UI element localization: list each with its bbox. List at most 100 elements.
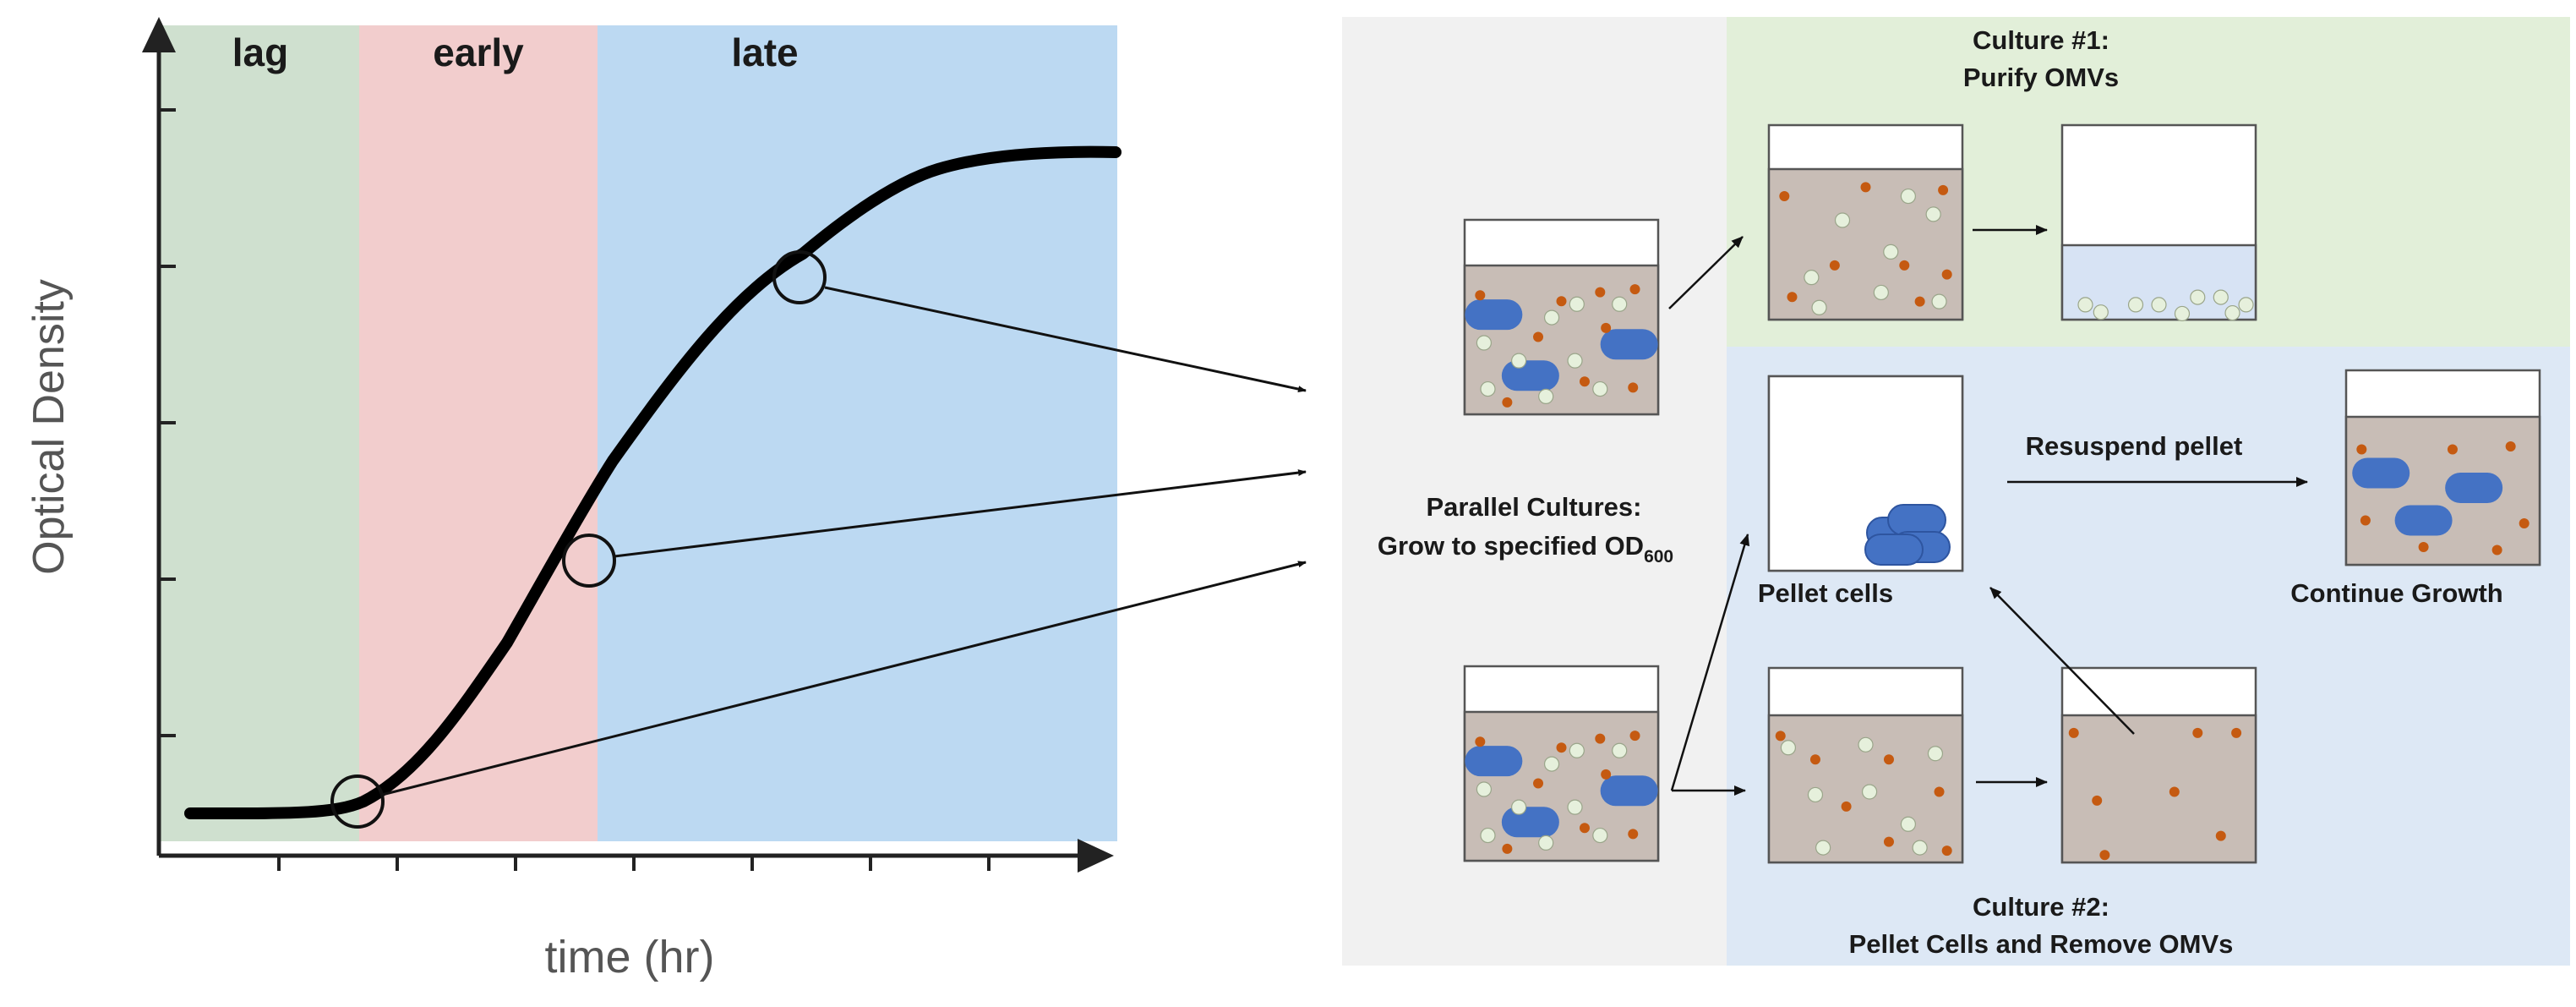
tube-liquid	[2060, 244, 2257, 321]
phase-band-early	[359, 25, 598, 841]
particle-dot	[1628, 829, 1639, 840]
omv-vesicle	[1511, 353, 1527, 369]
particle-dot	[1899, 260, 1910, 271]
phase-label-late: late	[731, 30, 798, 74]
particle-dot	[2068, 727, 2079, 738]
particle-dot	[2519, 518, 2530, 528]
sample-point-early	[330, 774, 385, 829]
culture2-title: Culture #2:	[1973, 892, 2109, 922]
particle-dot	[2092, 795, 2103, 806]
bacterial-cell	[2445, 473, 2503, 503]
particle-dot	[1475, 290, 1486, 301]
culture2-subtitle: Pellet Cells and Remove OMVs	[1849, 929, 2234, 959]
particle-dot	[1779, 191, 1790, 202]
particle-dot	[1809, 754, 1820, 765]
omv-vesicle	[1925, 206, 1941, 222]
particle-dot	[2192, 727, 2203, 738]
start-label-line2: Grow to specified OD600	[1378, 531, 1673, 566]
particle-dot	[1934, 786, 1945, 797]
tube-culture2-medium	[1767, 666, 1964, 864]
axis-ticks	[159, 108, 991, 871]
omv-vesicle	[1931, 293, 1947, 309]
resuspend-label: Resuspend pellet	[2026, 431, 2243, 461]
tube-culture2-supernatant	[2060, 666, 2257, 864]
pelleted-cell	[1864, 534, 1924, 566]
tube-pellet	[1767, 375, 1964, 572]
bacterial-cell	[2394, 505, 2453, 536]
omv-vesicle	[1780, 740, 1796, 756]
omv-vesicle	[2224, 304, 2240, 321]
omv-vesicle	[1592, 827, 1608, 844]
particle-dot	[1502, 397, 1513, 408]
particle-dot	[1556, 296, 1567, 307]
phase-label-lag: lag	[232, 30, 288, 74]
particle-dot	[2231, 727, 2242, 738]
particle-dot	[1502, 843, 1513, 854]
omv-vesicle	[1592, 380, 1608, 397]
growth-curve	[184, 145, 1122, 820]
tube-liquid	[1767, 167, 1964, 321]
particle-dot	[2491, 545, 2502, 555]
particle-dot	[1941, 269, 1952, 280]
tube-culture1-purified	[2060, 123, 2257, 322]
connector-arrow-early	[381, 561, 1307, 796]
omv-vesicle	[1569, 296, 1585, 312]
omv-vesicle	[2174, 305, 2191, 322]
particle-dot	[1595, 733, 1606, 744]
tube-start-1	[1463, 218, 1660, 416]
particle-dot	[1629, 731, 1640, 742]
connector-arrow-late	[824, 286, 1307, 393]
particle-dot	[1579, 823, 1590, 834]
bacterial-cell	[1501, 360, 1559, 391]
particle-dot	[1628, 382, 1639, 393]
phase-band-late	[598, 25, 1117, 841]
omv-vesicle	[2190, 289, 2206, 305]
particle-dot	[1883, 754, 1894, 765]
omv-vesicle	[1883, 244, 1899, 260]
omv-vesicle	[1612, 742, 1628, 758]
culture1-subtitle: Purify OMVs	[1963, 63, 2119, 92]
omv-vesicle	[1804, 270, 1820, 286]
sample-point-mid	[562, 534, 616, 588]
culture-tubes	[1463, 123, 2541, 864]
omv-vesicle	[1873, 284, 1889, 301]
particle-dot	[2418, 542, 2429, 552]
particle-dot	[1860, 182, 1871, 193]
omv-vesicle	[1861, 784, 1878, 800]
x-axis-label: time (hr)	[545, 932, 715, 982]
particle-dot	[2215, 830, 2226, 841]
omv-vesicle	[1543, 756, 1560, 772]
omv-vesicle	[1476, 335, 1493, 351]
particle-dot	[1579, 376, 1590, 387]
culture1-title: Culture #1:	[1973, 25, 2109, 55]
particle-dot	[2505, 441, 2516, 452]
particle-dot	[2099, 850, 2110, 861]
omv-vesicle	[1612, 296, 1628, 312]
omv-vesicle	[1480, 827, 1496, 844]
start-label-main: Grow to specified OD	[1378, 531, 1644, 561]
growth-curve-panel: lag early late Optical Density time (hr)	[25, 17, 1122, 982]
particle-dot	[1533, 778, 1544, 789]
particle-dot	[1595, 287, 1606, 298]
particle-dot	[1601, 322, 1612, 333]
start-label-subscript: 600	[1644, 547, 1673, 566]
omv-vesicle	[1900, 188, 1916, 205]
sample-point-late	[772, 250, 827, 304]
particle-dot	[1787, 292, 1798, 303]
tube-culture1-medium	[1767, 123, 1964, 321]
bacterial-cell	[2352, 457, 2410, 489]
omv-vesicle	[1511, 799, 1527, 815]
particle-dot	[1629, 284, 1640, 295]
bacterial-cell	[1600, 775, 1658, 807]
particle-dot	[2356, 444, 2367, 455]
phase-band-lag	[161, 25, 359, 841]
bacterial-cell	[1465, 746, 1523, 777]
x-axis-arrowhead	[1078, 839, 1114, 873]
omv-vesicle	[1815, 840, 1831, 856]
particle-dot	[1841, 801, 1852, 812]
omv-vesicle	[1538, 835, 1554, 851]
particle-dot	[1533, 331, 1544, 342]
omv-vesicle	[1858, 736, 1874, 753]
pelleted-cell	[1887, 504, 1946, 536]
omv-vesicle	[1834, 212, 1851, 228]
